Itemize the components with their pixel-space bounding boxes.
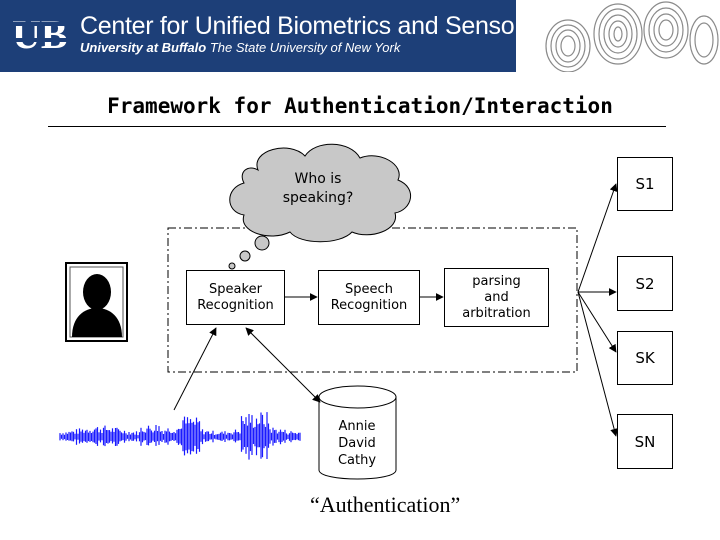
university-line: University at Buffalo The State Universi… — [80, 40, 401, 55]
service-sn-box: SN — [617, 414, 673, 469]
thought-cloud — [228, 143, 411, 270]
header-banner: UB Center for Unified Biometrics and Sen… — [0, 0, 720, 72]
database-names: Annie David Cathy — [337, 419, 377, 468]
database-cylinder — [318, 385, 397, 480]
arrow-to-sk — [577, 291, 617, 353]
speaker-recognition-box: Speaker Recognition — [186, 270, 285, 325]
thought-text: Who is speaking? — [282, 171, 354, 206]
service-s2-box: S2 — [617, 256, 673, 311]
speech-recognition-box: Speech Recognition — [318, 270, 420, 325]
arrow-to-sn — [577, 291, 619, 437]
svg-text:UB: UB — [12, 12, 68, 57]
ub-logo-icon: UB — [10, 12, 74, 57]
person-silhouette-icon — [65, 262, 128, 342]
service-sk-box: SK — [617, 331, 673, 385]
authentication-caption: “Authentication” — [310, 492, 461, 517]
arrow-waveform-to-speaker — [173, 327, 217, 411]
waveform-icon — [59, 412, 301, 460]
service-s1-box: S1 — [617, 157, 673, 211]
header-blue-band: UB Center for Unified Biometrics and Sen… — [0, 0, 535, 72]
center-name: Center for Unified Biometrics and Sensor… — [80, 12, 535, 40]
parsing-arbitration-box: parsing and arbitration — [444, 268, 549, 327]
arrow-to-s1 — [577, 183, 618, 293]
arrow-database-speaker — [245, 327, 321, 403]
fingerprint-icon — [516, 0, 720, 72]
slide-title: Framework for Authentication/Interaction — [107, 94, 613, 118]
title-divider — [48, 126, 666, 127]
